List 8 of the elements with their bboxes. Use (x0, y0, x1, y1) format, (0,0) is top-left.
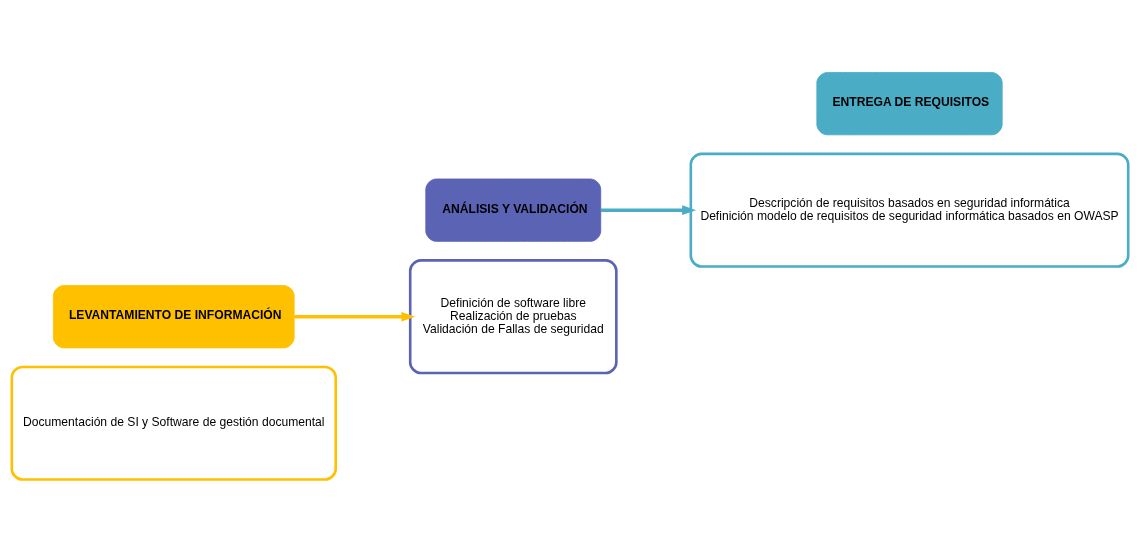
arrow (600, 205, 697, 216)
node-box: Definición de software libre Realización de pruebas Validación de Fallas de seguridad (408, 259, 618, 375)
node-box: Documentación de SI y Software de gestión documental (10, 365, 338, 481)
node-box: Descripción de requisitos basados en seguridad informática Definición modelo de requisitos de seguridad informática basados en OWASP (689, 152, 1130, 268)
node-box: ANÁLISIS Y VALIDACIÓN (425, 178, 602, 242)
node-box: LEVANTAMIENTO DE INFORMACIÓN (52, 285, 295, 349)
arrow (294, 311, 416, 322)
node-box: ENTREGA DE REQUISITOS (816, 72, 1003, 136)
